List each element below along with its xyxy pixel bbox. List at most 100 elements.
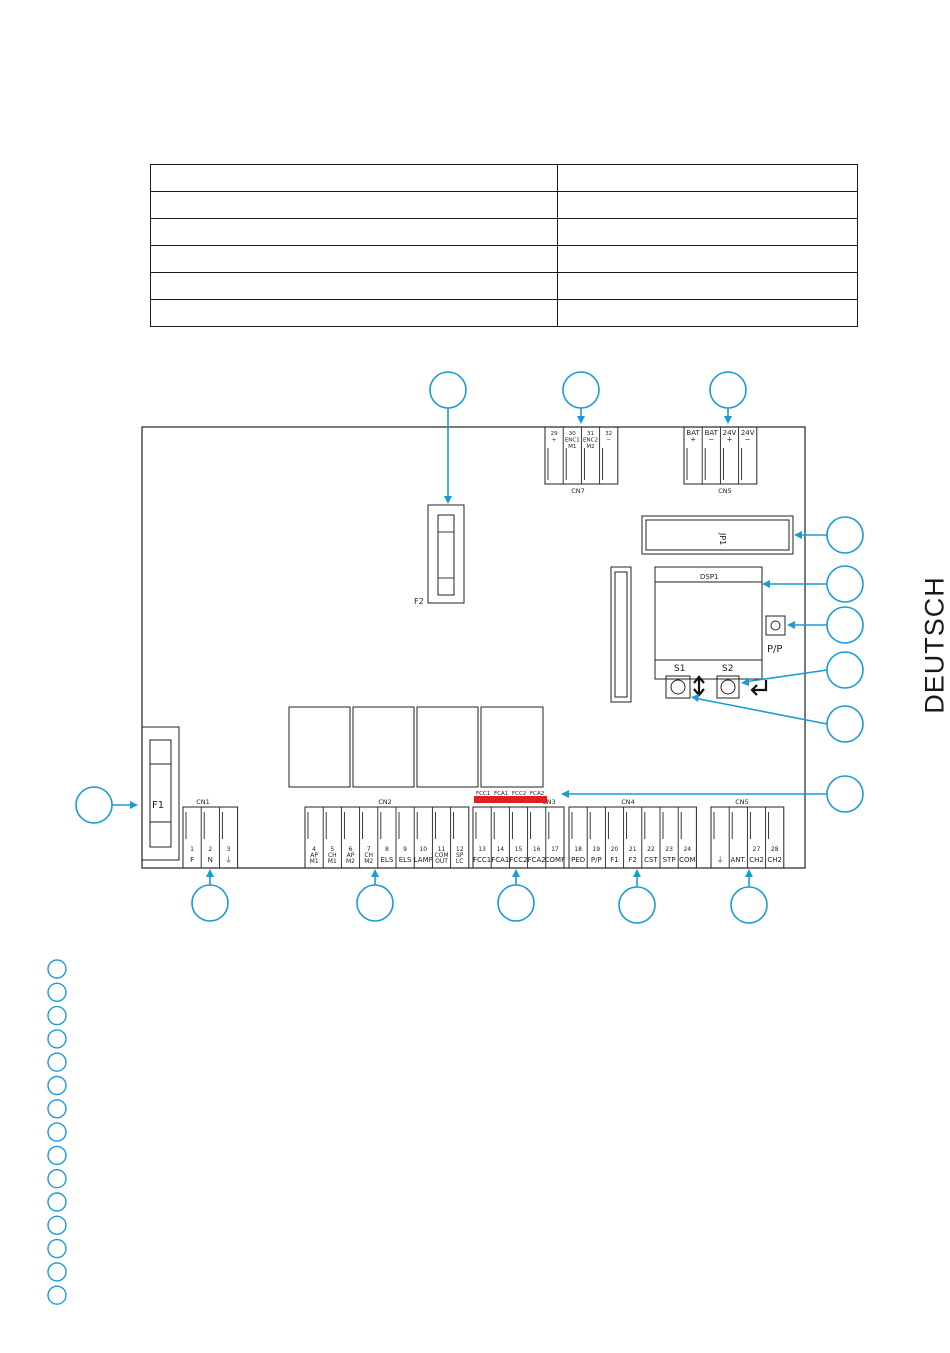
jumper-jp1: JP1 [641, 515, 794, 555]
terminal-label: SP [456, 852, 464, 859]
legend-item-circle [47, 959, 67, 979]
terminal-label: CH [364, 852, 373, 859]
legend-item-circle [47, 1005, 67, 1026]
connector-name: CN7 [571, 487, 585, 495]
terminal-number: 2 [208, 846, 212, 853]
terminal-label: BAT [705, 429, 719, 437]
callout-circle [826, 775, 864, 813]
cn3-jumpers: FCC1 FCA1 FCC2 FCA2 [474, 791, 547, 803]
terminal-number: 13 [478, 846, 486, 853]
terminal-number: 12 [456, 846, 464, 853]
terminal-number: 19 [592, 846, 600, 853]
table-row [150, 218, 858, 246]
connector-cn2: 4APM15CHM16APM27CHM28ELS9ELS10LAMP11COMO… [304, 798, 470, 869]
fuse-f1-label: F1 [152, 800, 164, 811]
terminal-label: F2 [628, 856, 636, 864]
callout-circle [709, 371, 747, 409]
arrow-head [577, 416, 585, 424]
up-down-arrow-icon [693, 675, 705, 697]
jumper-label: FCC2 [512, 791, 526, 797]
terminal-label: ⏚ [717, 856, 724, 864]
terminal-number: 11 [438, 846, 446, 853]
callout-circle [826, 651, 864, 689]
legend-item-circle [47, 1215, 67, 1236]
button-pp-label: P/P [767, 644, 782, 655]
terminal-label: M1 [310, 858, 319, 865]
terminal-number: 18 [574, 846, 582, 853]
terminal-label: + [690, 436, 696, 444]
callout-circle [497, 884, 535, 922]
terminal-number: 24 [683, 846, 691, 853]
table-cell [557, 218, 858, 246]
terminal-label: − [745, 436, 751, 444]
legend-item-circle [47, 1262, 67, 1282]
connector-cn5_top: BAT+BAT−24V+24V−CN5 [683, 426, 758, 495]
callout-circle [562, 371, 600, 409]
callout-circle [826, 606, 864, 644]
terminal-number: 15 [515, 846, 523, 853]
button-s1-label: S1 [674, 664, 685, 674]
terminal-label: M1 [568, 444, 576, 450]
terminal-label: F [190, 856, 194, 864]
callout-line [693, 697, 828, 725]
terminal-label: ELS [381, 856, 394, 864]
terminal-label: FCC2 [509, 856, 527, 864]
terminal-label: LC [456, 858, 464, 865]
terminal-label: STP [663, 856, 676, 864]
legend-item-circle [47, 1122, 67, 1142]
legend-item-circle [47, 1145, 67, 1166]
jumper-jp1-label: JP1 [718, 532, 727, 545]
table-cell [150, 272, 558, 300]
terminal-label: 24V [741, 429, 755, 437]
table-cell [557, 299, 858, 327]
relay-4 [480, 706, 544, 788]
jumper-label: FCC1 [476, 791, 490, 797]
display-dsp1-label: DSP1 [700, 573, 719, 581]
terminal-label: F1 [610, 856, 618, 864]
terminal-label: FCC1 [473, 856, 491, 864]
terminal-label: ⏚ [225, 856, 232, 864]
table-row [150, 272, 858, 300]
terminal-number: 5 [330, 846, 334, 853]
terminal-number: 3 [227, 846, 231, 853]
callout-circle [826, 516, 864, 554]
arrow-head [371, 869, 379, 877]
fuse-f2-label: F2 [414, 597, 424, 606]
terminal-number: 1 [190, 846, 194, 853]
terminal-label: LAMP [414, 856, 433, 864]
terminal-label: OUT [435, 858, 448, 865]
pcb-outline [141, 426, 806, 869]
enter-arrow-icon [750, 680, 768, 696]
terminal-label: FCA1 [491, 856, 509, 864]
connector-layer: 1F2N3⏚CN14APM15CHM16APM27CHM28ELS9ELS10L… [182, 426, 785, 869]
callout-circle [356, 884, 394, 922]
terminal-label: M1 [328, 858, 337, 865]
connector-name: CN5 [718, 487, 732, 495]
terminal-label: BAT [686, 429, 700, 437]
terminal-label: 31 [587, 431, 594, 437]
arrow-head [130, 801, 138, 809]
jumper-label: FCA1 [494, 791, 508, 797]
terminal-number: 21 [629, 846, 637, 853]
terminal-label: COMF [545, 856, 565, 864]
arrow-head [794, 531, 802, 539]
legend-list [47, 959, 67, 1305]
terminal-number: 20 [611, 846, 619, 853]
connector-name: CN4 [621, 798, 635, 806]
terminal-number: 28 [771, 846, 779, 853]
terminal-number: 4 [312, 846, 316, 853]
arrow-head [741, 678, 749, 686]
table-row [150, 299, 858, 327]
terminal-label: CST [644, 856, 658, 864]
terminal-number: 27 [753, 846, 761, 853]
terminal-label: FCA2 [528, 856, 546, 864]
legend-item-circle [47, 1029, 67, 1049]
table-cell [150, 191, 558, 219]
jumper-label: FCA2 [530, 791, 544, 797]
terminal-number: 16 [533, 846, 541, 853]
legend-item-circle [47, 1052, 67, 1072]
relay-2 [352, 706, 415, 788]
terminal-label: + [727, 436, 733, 444]
arrow-head [561, 790, 569, 798]
